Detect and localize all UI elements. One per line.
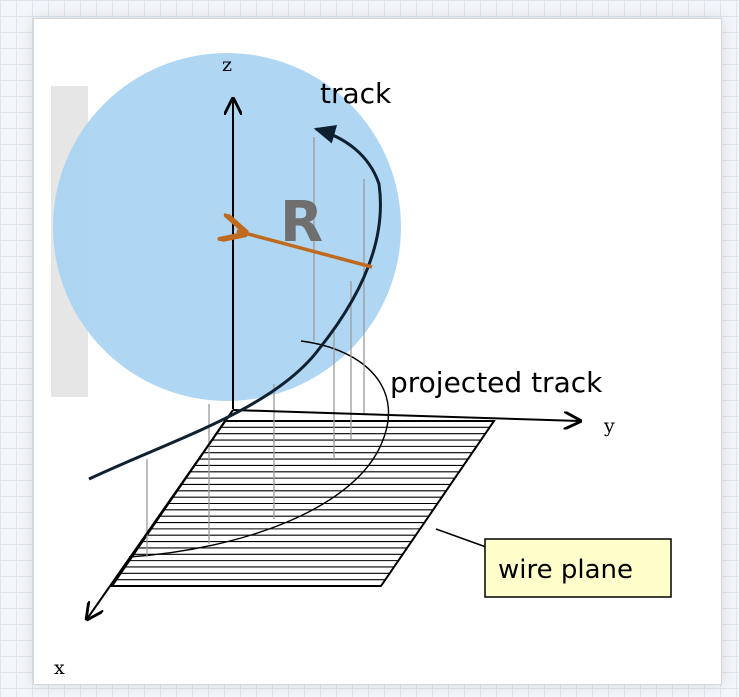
track-curve — [88, 125, 382, 481]
x-axis-label: x — [54, 657, 65, 679]
wire-plane-label: wire plane — [498, 555, 633, 585]
radius-arrow — [237, 231, 373, 269]
radius-label: R — [280, 190, 323, 255]
projection-lines — [146, 137, 365, 557]
wire-plane-callout — [484, 538, 672, 598]
y-axis-label: y — [603, 415, 615, 437]
z-axis-label: z — [222, 54, 232, 76]
x-axis — [87, 409, 234, 619]
figure-card: z y x track projected track R wire plane — [33, 18, 722, 685]
callout-pointer — [435, 528, 487, 548]
track-label: track — [320, 77, 392, 110]
projected-track-curve — [128, 340, 390, 558]
helix-track-diagram: z y x track projected track R wire plane — [51, 53, 672, 679]
projected-track-label: projected track — [390, 366, 603, 399]
wire-plane — [110, 420, 496, 587]
y-axis — [232, 409, 580, 421]
